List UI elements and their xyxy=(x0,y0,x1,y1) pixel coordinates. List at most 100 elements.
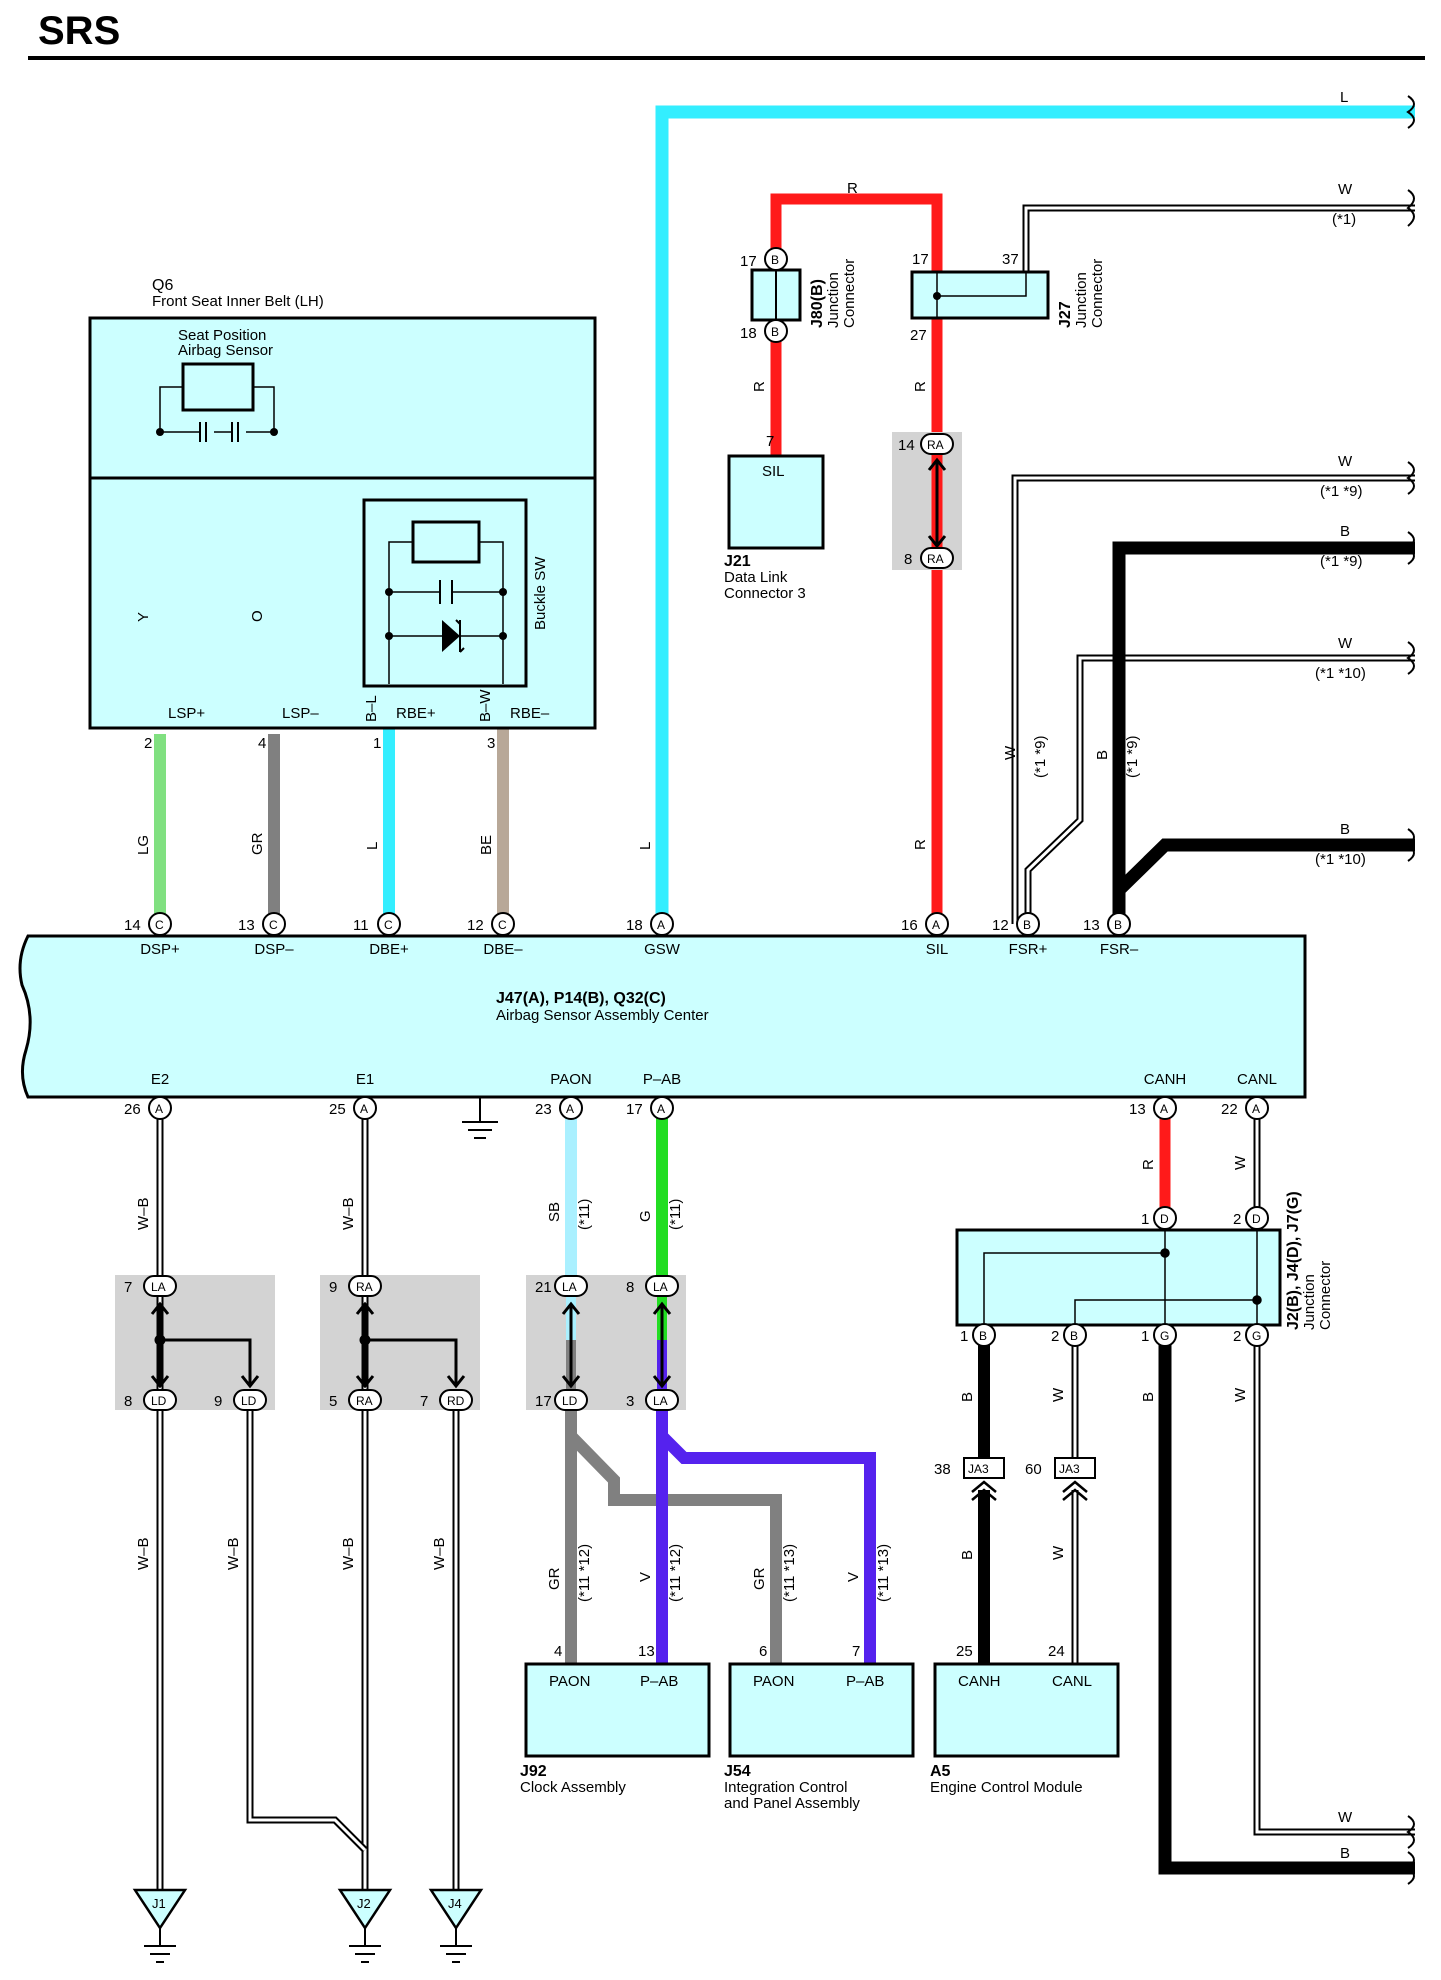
ground-j4: J4 xyxy=(428,1888,484,1963)
j21-ref: J21 xyxy=(724,553,751,570)
inline-connector-pin: LA xyxy=(645,1389,679,1411)
svg-text:B: B xyxy=(1114,918,1122,932)
label-b-a5: B xyxy=(959,1550,976,1560)
label-r-top: R xyxy=(847,180,858,197)
ecu-top-terminal-label: FSR+ xyxy=(1009,941,1048,958)
label-l-top: L xyxy=(1340,89,1348,106)
label-w3: W xyxy=(1338,635,1353,652)
j54-pin-7: 7 xyxy=(852,1643,860,1660)
ra-top-pin-14: RA xyxy=(920,433,954,455)
inline-connector-pin-number: 8 xyxy=(124,1393,132,1410)
ja3-connector-60: JA3 xyxy=(1054,1457,1096,1501)
j80-pin-17-num: 17 xyxy=(740,253,757,270)
ecu-top-pin: C xyxy=(148,912,172,936)
j54-name2: and Panel Assembly xyxy=(724,1795,860,1812)
label-gr-j54: GR xyxy=(751,1567,768,1590)
svg-text:A: A xyxy=(932,918,940,932)
ja3-pin-38: 38 xyxy=(934,1461,951,1478)
q6-wire-bl: B–L xyxy=(363,695,380,722)
label-r-canh: R xyxy=(1140,1159,1157,1170)
inline-connector-pin: RD xyxy=(439,1389,473,1411)
ra-top-pin-14-num: 14 xyxy=(898,437,915,454)
label-gr-j92: GR xyxy=(546,1567,563,1590)
label-gr: GR xyxy=(249,832,266,855)
svg-text:D: D xyxy=(1252,1212,1261,1226)
j27-pin-17: 17 xyxy=(912,251,929,268)
wire-w-j27 xyxy=(1022,204,1415,276)
svg-text:B: B xyxy=(1070,1329,1078,1343)
label-n1112-gr: (*11 *12) xyxy=(576,1544,593,1602)
ra-inline-bg xyxy=(892,432,962,570)
ecu-top-pin: A xyxy=(650,912,674,936)
label-n11-g: (*11) xyxy=(667,1199,684,1230)
label-r-j21: R xyxy=(751,381,768,392)
j27-ref: J27 xyxy=(1057,301,1074,328)
label-wb-2: W–B xyxy=(225,1537,242,1570)
ecu-bottom-pin: A xyxy=(650,1096,674,1120)
svg-text:RD: RD xyxy=(447,1394,465,1408)
wire-fsr-minus-b2 xyxy=(1114,838,1415,895)
label-n19-b: (*1 *9) xyxy=(1320,553,1363,570)
svg-text:J4: J4 xyxy=(448,1896,462,1911)
ecu-bottom-pin: A xyxy=(353,1096,377,1120)
j80-pin-17: B xyxy=(764,247,788,271)
ra-top-pin-8: RA xyxy=(920,547,954,569)
svg-text:LD: LD xyxy=(151,1394,167,1408)
j2-pin: B xyxy=(972,1323,996,1347)
j92-name: Clock Assembly xyxy=(520,1779,626,1796)
q6-label-rbe-plus: RBE+ xyxy=(396,705,436,722)
ground-icon xyxy=(462,1098,498,1139)
label-n11-sb: (*11) xyxy=(576,1199,593,1230)
j2-pin: G xyxy=(1153,1323,1177,1347)
ecu-top-pin: B xyxy=(1016,912,1040,936)
j2-internal xyxy=(983,1230,1262,1325)
label-wb-e1: W–B xyxy=(340,1197,357,1230)
label-v-j92: V xyxy=(637,1572,654,1582)
j80-pin-18-num: 18 xyxy=(740,325,757,342)
label-b2: B xyxy=(1340,821,1350,838)
ecu-bottom-pin-number: 13 xyxy=(1129,1101,1146,1118)
svg-text:LA: LA xyxy=(151,1280,166,1294)
j2-pin-number: 2 xyxy=(1233,1211,1241,1228)
ecu-top-terminal-label: FSR– xyxy=(1100,941,1139,958)
j80-pin-18: B xyxy=(764,319,788,343)
svg-text:G: G xyxy=(1160,1329,1169,1343)
ecu-bottom-terminal-label: E2 xyxy=(151,1071,169,1088)
j21-pin: 7 xyxy=(766,433,774,450)
svg-text:LA: LA xyxy=(653,1280,668,1294)
svg-text:B: B xyxy=(1023,918,1031,932)
inline-connector-pin-number: 9 xyxy=(214,1393,222,1410)
ecu-top-pin-number: 11 xyxy=(353,917,369,934)
ecu-bottom-pin-number: 22 xyxy=(1221,1101,1238,1118)
label-wb-3: W–B xyxy=(340,1537,357,1570)
inline-connector-pin: LA xyxy=(645,1275,679,1297)
j54-term-pab: P–AB xyxy=(846,1673,884,1690)
label-n19-fsr2: (*1 *9) xyxy=(1124,735,1141,778)
ecu-top-terminal-label: GSW xyxy=(644,941,681,958)
ecu-top-pin-number: 16 xyxy=(901,917,918,934)
svg-text:C: C xyxy=(155,918,164,932)
seat-sensor-symbol xyxy=(156,362,278,442)
ecu-bottom-pin-number: 23 xyxy=(535,1101,552,1118)
svg-text:A: A xyxy=(155,1102,163,1116)
q6-name: Front Seat Inner Belt (LH) xyxy=(152,293,324,310)
svg-text:A: A xyxy=(566,1102,574,1116)
svg-text:RA: RA xyxy=(356,1280,373,1294)
label-w-canl: W xyxy=(1232,1155,1249,1170)
inline-connector-pin: LD xyxy=(554,1389,588,1411)
label-w-fsr: W xyxy=(1002,745,1019,760)
inline-connector-pin-number: 21 xyxy=(535,1279,552,1296)
a5-ref: A5 xyxy=(930,1763,951,1780)
j2-pin-number: 2 xyxy=(1233,1328,1241,1345)
j2-pin-number: 1 xyxy=(1141,1328,1149,1345)
svg-text:LD: LD xyxy=(241,1394,257,1408)
label-w-canl2: W xyxy=(1050,1387,1067,1402)
j2-pin: D xyxy=(1245,1206,1269,1230)
ecu-name: Airbag Sensor Assembly Center xyxy=(496,1007,709,1024)
j21-line2: Connector 3 xyxy=(724,585,806,602)
ecu-top-pin-number: 14 xyxy=(124,917,141,934)
inline-connector-pin: LA xyxy=(143,1275,177,1297)
j2-box xyxy=(955,1228,1282,1327)
svg-text:RA: RA xyxy=(927,438,944,452)
ra-inline-arrows xyxy=(927,457,947,549)
